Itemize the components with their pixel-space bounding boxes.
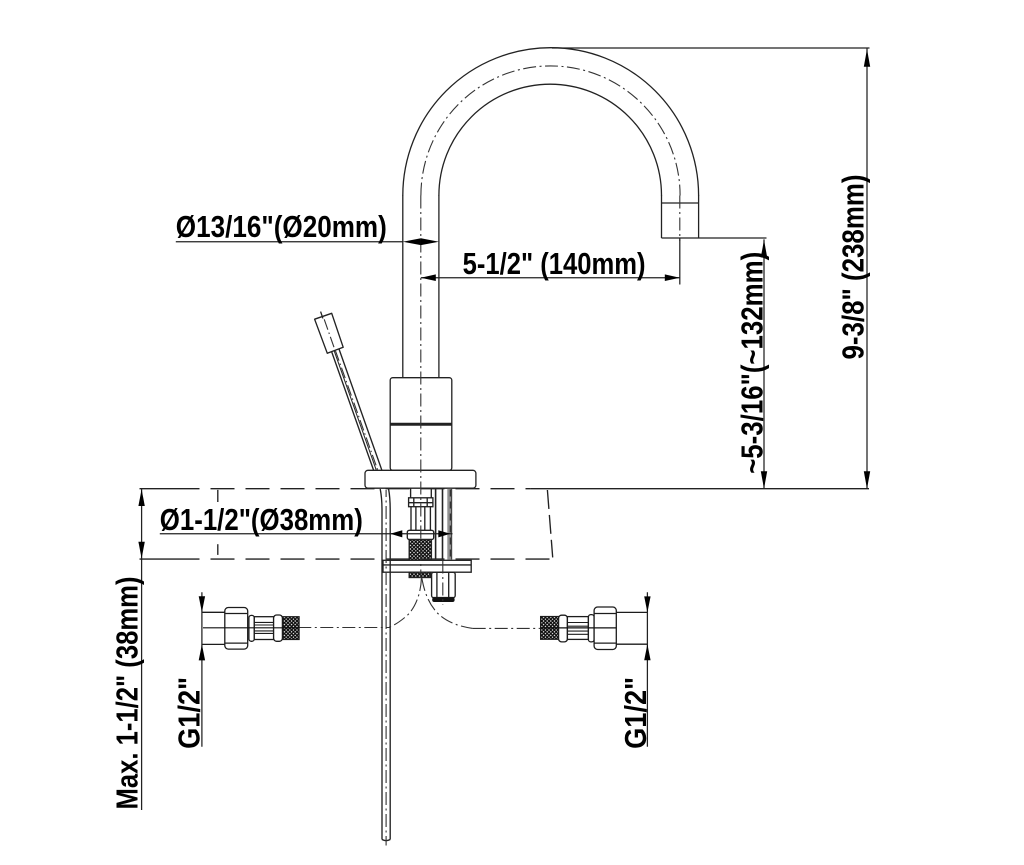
- svg-text:5-1/2" (140mm): 5-1/2" (140mm): [463, 246, 646, 281]
- svg-text:G1/2": G1/2": [172, 677, 207, 749]
- svg-text:9-3/8" (238mm): 9-3/8" (238mm): [836, 175, 871, 360]
- svg-text:Ø13/16"(Ø20mm): Ø13/16"(Ø20mm): [176, 209, 387, 244]
- svg-text:G1/2": G1/2": [618, 677, 653, 749]
- svg-text:Ø1-1/2"(Ø38mm): Ø1-1/2"(Ø38mm): [160, 502, 363, 537]
- svg-text:Max. 1-1/2" (38mm): Max. 1-1/2" (38mm): [110, 577, 145, 810]
- svg-text:~5-3/16"(~132mm): ~5-3/16"(~132mm): [735, 252, 770, 474]
